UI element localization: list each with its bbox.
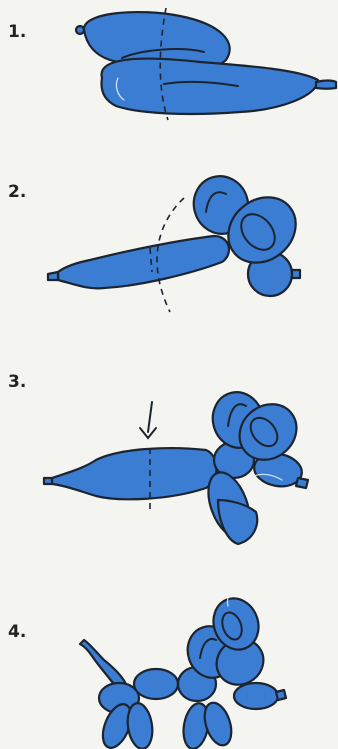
step-1-folded-balloon bbox=[76, 8, 336, 120]
step-2-body-and-head bbox=[48, 169, 309, 312]
step-4-finished-balloon-dog bbox=[80, 592, 286, 749]
step-3-body-neck-head bbox=[44, 386, 308, 544]
